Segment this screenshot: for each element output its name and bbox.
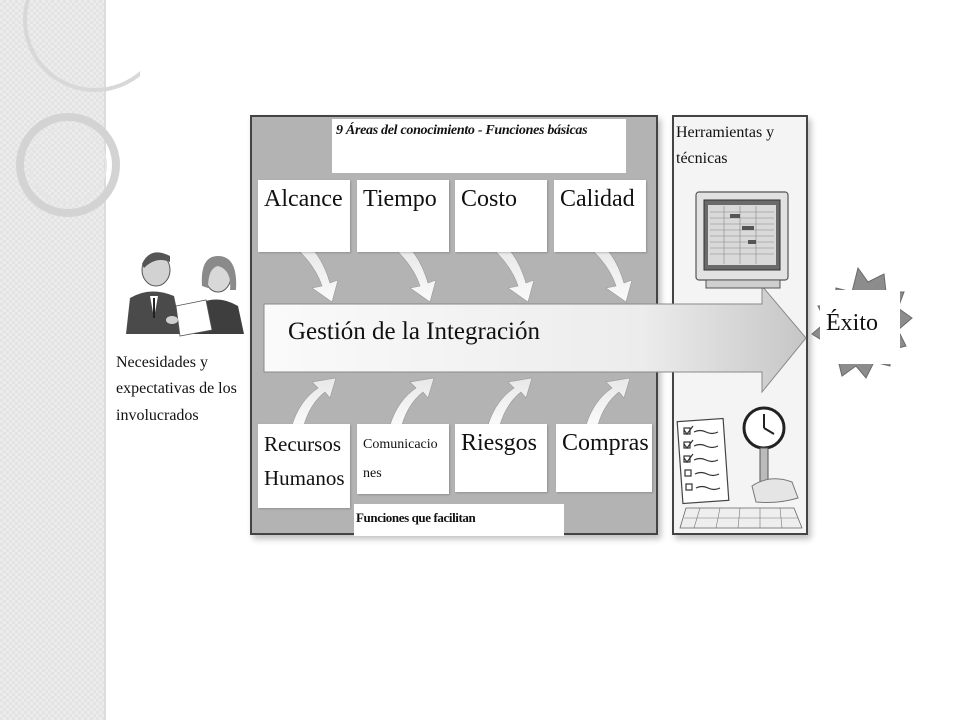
curved-arrow-calidad (593, 247, 633, 303)
computer-icon (695, 191, 789, 289)
curved-arrow-riesgos (487, 377, 533, 426)
tools-label-line: técnicas (676, 150, 728, 168)
area-label-line: Riesgos (461, 430, 538, 456)
checklist-clock-icon (676, 406, 803, 529)
area-box-riesgos: Riesgos (455, 424, 547, 492)
integration-arrow (263, 284, 807, 394)
integration-label: Gestión de la Integración (288, 318, 540, 345)
curved-arrow-compras (585, 377, 631, 426)
facilitating-functions-label: Funciones que facilitan (354, 504, 564, 536)
stakeholders-label-line: Necesidades y (116, 354, 208, 371)
area-label-line: Comunicacio (363, 437, 438, 452)
area-box-compras: Compras (556, 424, 652, 492)
area-label-line: nes (363, 466, 382, 482)
stakeholders-label-line: expectativas de los (116, 380, 237, 398)
curved-arrow-recursos (291, 377, 337, 426)
area-label-line: Humanos (264, 465, 345, 490)
area-box-costo: Costo (455, 180, 547, 252)
stakeholders-label-line: involucrados (116, 406, 199, 424)
tools-label-line: Herramientas y (676, 124, 775, 141)
area-box-recursos-humanos: Recursos Humanos (258, 424, 350, 508)
stakeholders-label: Necesidades y expectativas de los involu… (116, 350, 248, 429)
area-box-calidad: Calidad (554, 180, 646, 252)
decorative-circles (16, 0, 140, 217)
area-box-tiempo: Tiempo (357, 180, 449, 252)
area-label-line: Compras (562, 430, 649, 456)
curved-arrow-comunicaciones (389, 377, 435, 426)
success-box (820, 290, 900, 364)
curved-arrow-tiempo (397, 247, 437, 303)
tools-label: Herramientas y técnicas (676, 120, 796, 173)
area-label-line: Recursos (264, 432, 341, 456)
curved-arrow-costo (495, 247, 535, 303)
curved-arrow-alcance (299, 247, 339, 303)
area-box-comunicaciones: Comunicacio nes (357, 424, 449, 494)
stakeholders-icon (126, 252, 244, 337)
diagram-title: 9 Áreas del conocimiento - Funciones bás… (332, 119, 626, 173)
success-label: Éxito (826, 310, 878, 336)
area-box-alcance: Alcance (258, 180, 350, 252)
